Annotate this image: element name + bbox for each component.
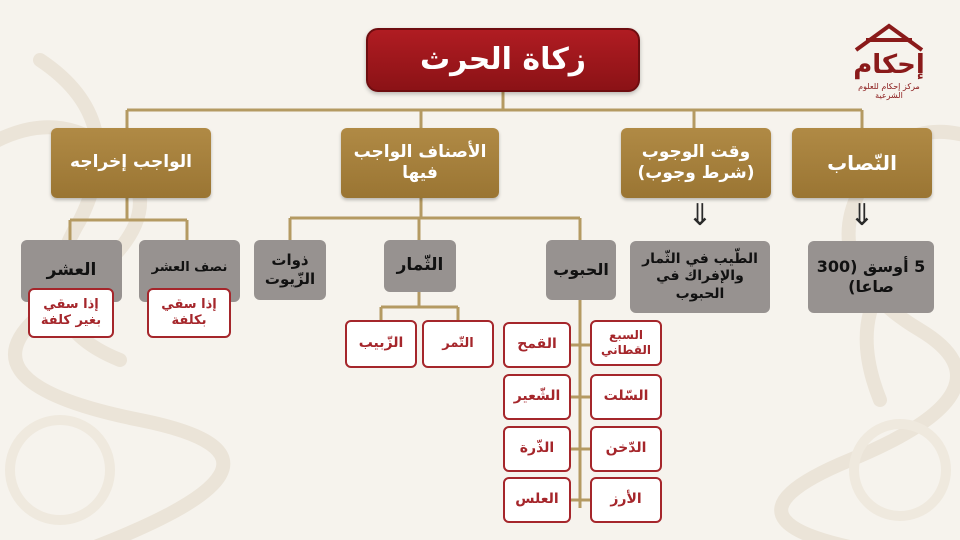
diagram-title: زكاة الحرث <box>366 28 640 92</box>
nisab-detail: 5 أوسق (300 صاعا) <box>808 241 934 313</box>
hubub-item: الأرز <box>590 477 662 523</box>
asnaf-thimar: الثّمار <box>384 240 456 292</box>
hubub-item: الشّعير <box>503 374 571 420</box>
hubub-item: العلس <box>503 477 571 523</box>
hubub-item: الذّرة <box>503 426 571 472</box>
logo: إحكام مركز إحكام للعلوم الشرعية <box>846 20 932 100</box>
asnaf-zuyut: ذوات الزّيوت <box>254 240 326 300</box>
logo-subtitle: مركز إحكام للعلوم الشرعية <box>858 82 920 100</box>
hubub-item: القمح <box>503 322 571 368</box>
thimar-item: التّمر <box>422 320 494 368</box>
hubub-item: السبع القطاني <box>590 320 662 366</box>
wajib-ushr-condition: إذا سقي بغير كلفة <box>28 288 114 338</box>
wajib-nisf-ushr-condition: إذا سقي بكلفة <box>147 288 231 338</box>
logo-emblem-icon <box>854 23 924 52</box>
hubub-item: الدّخن <box>590 426 662 472</box>
category-nisab: النّصاب <box>792 128 932 198</box>
category-wujub: وقت الوجوب (شرط وجوب) <box>621 128 771 198</box>
wujub-detail: الطّيب في الثّمار والإفراك في الحبوب <box>630 241 770 313</box>
down-arrow-icon: ⇓ <box>687 198 713 233</box>
logo-name: إحكام <box>853 50 925 80</box>
down-arrow-icon: ⇓ <box>849 198 875 233</box>
hubub-item: السّلت <box>590 374 662 420</box>
category-asnaf: الأصناف الواجب فيها <box>341 128 499 198</box>
category-wajib: الواجب إخراجه <box>51 128 211 198</box>
asnaf-hubub: الحبوب <box>546 240 616 300</box>
thimar-item: الزّبيب <box>345 320 417 368</box>
